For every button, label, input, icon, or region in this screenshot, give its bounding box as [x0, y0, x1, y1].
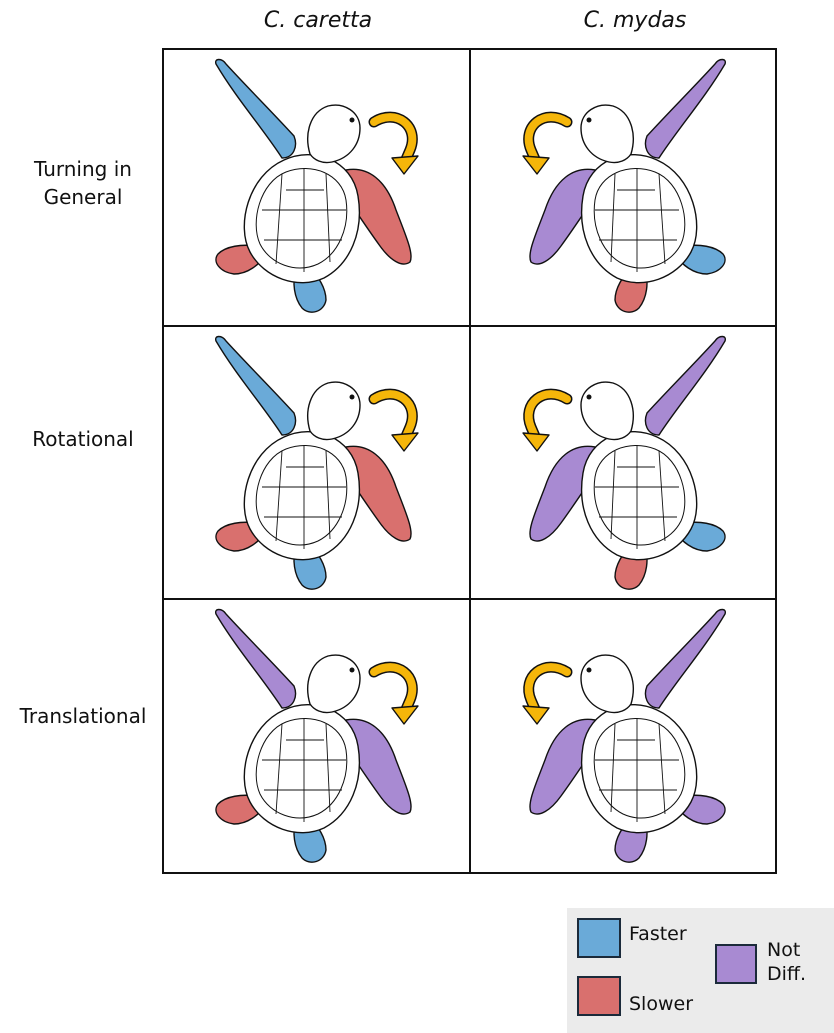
turtle-head — [581, 655, 633, 712]
legend-label-not-diff-line1: Not — [767, 938, 806, 962]
turtle-head — [308, 655, 360, 712]
left-front-flipper — [216, 610, 296, 709]
row-label-line1: Rotational — [8, 425, 158, 453]
legend-label-not-diff: Not Diff. — [767, 938, 806, 986]
shell — [582, 705, 697, 833]
turtle-illustration — [471, 50, 777, 324]
turtle-illustration — [164, 50, 470, 324]
left-front-flipper — [216, 60, 296, 159]
turtle-illustration — [471, 327, 777, 601]
turtle-eye — [587, 395, 592, 400]
cell-turning-mydas — [471, 50, 777, 324]
turtle-illustration — [164, 327, 470, 601]
turtle-eye — [350, 395, 355, 400]
turtle-head — [308, 382, 360, 439]
cell-turning-caretta — [164, 50, 470, 324]
shell — [244, 155, 359, 283]
turn-arrow-head — [523, 706, 549, 724]
turn-arrow-head — [392, 706, 418, 724]
left-front-flipper — [646, 60, 726, 159]
row-label-line1: Turning in — [8, 155, 158, 183]
cell-rotational-mydas — [471, 327, 777, 601]
column-title-mydas: C. mydas — [535, 8, 735, 33]
column-title-caretta: C. caretta — [218, 8, 418, 33]
row-label-line2: General — [8, 183, 158, 211]
turn-arrow-head — [392, 433, 418, 451]
legend-swatch-not-diff — [715, 944, 757, 984]
shell — [244, 432, 359, 560]
cell-translational-mydas — [471, 600, 777, 874]
row-label-translational: Translational — [8, 702, 158, 730]
turtle-head — [581, 382, 633, 439]
turtle-head — [308, 105, 360, 162]
legend: Faster Slower Not Diff. — [567, 908, 834, 1033]
turn-arrow-head — [523, 433, 549, 451]
cell-rotational-caretta — [164, 327, 470, 601]
turtle-illustration — [471, 600, 777, 874]
legend-swatch-slower — [577, 976, 621, 1016]
turtle-eye — [587, 118, 592, 123]
left-front-flipper — [646, 337, 726, 436]
legend-label-slower: Slower — [629, 992, 693, 1016]
row-label-turning-general: Turning in General — [8, 155, 158, 211]
turtle-illustration — [164, 600, 470, 874]
cell-translational-caretta — [164, 600, 470, 874]
turn-arrow-head — [392, 156, 418, 174]
turtle-eye — [587, 668, 592, 673]
turtle-head — [581, 105, 633, 162]
shell — [582, 155, 697, 283]
turtle-eye — [350, 668, 355, 673]
shell — [582, 432, 697, 560]
legend-label-faster: Faster — [629, 922, 687, 946]
turtle-eye — [350, 118, 355, 123]
turn-arrow-head — [523, 156, 549, 174]
left-front-flipper — [216, 337, 296, 436]
row-label-rotational: Rotational — [8, 425, 158, 453]
legend-swatch-faster — [577, 918, 621, 958]
row-label-line1: Translational — [8, 702, 158, 730]
legend-label-not-diff-line2: Diff. — [767, 962, 806, 986]
left-front-flipper — [646, 610, 726, 709]
shell — [244, 705, 359, 833]
